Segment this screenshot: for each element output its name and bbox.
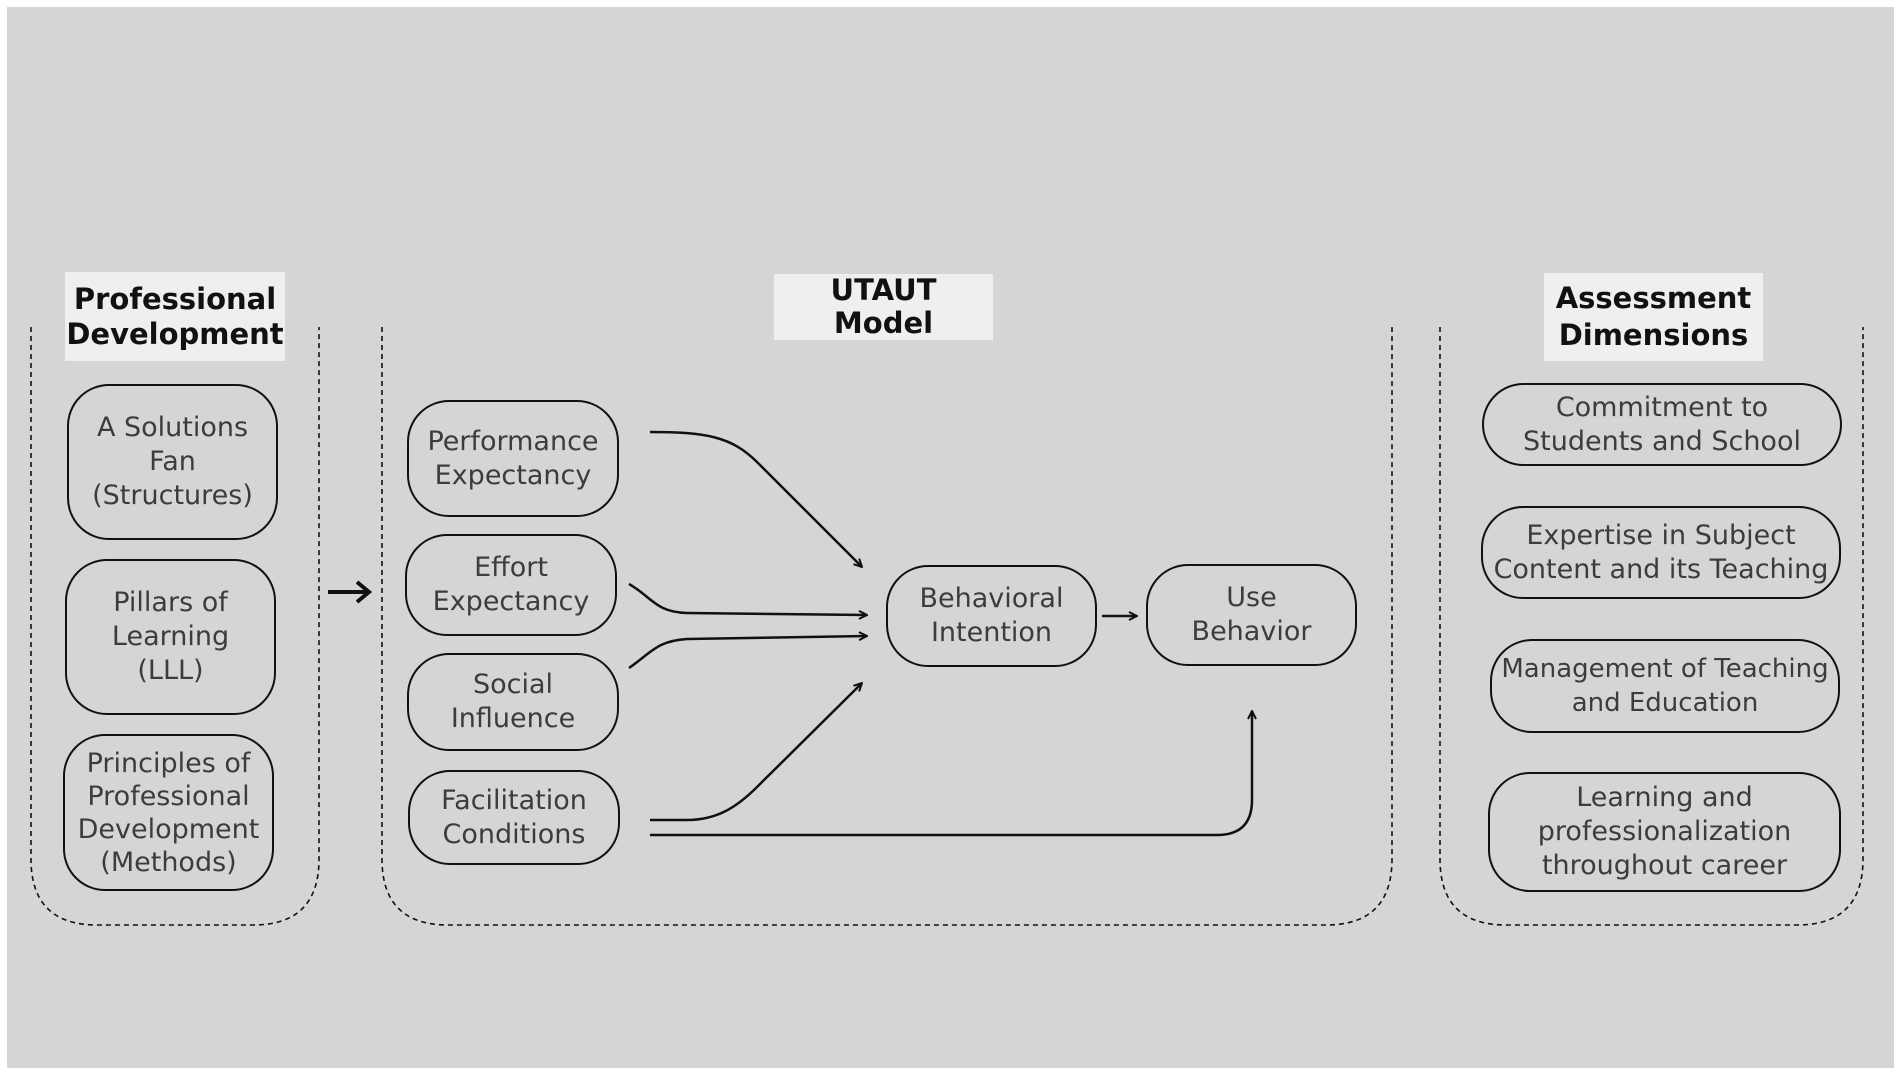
utaut-effort-expectancy: Effort Expectancy (405, 534, 617, 636)
assessment-4-line-2: professionalization (1537, 816, 1792, 847)
intention-line-2: Intention (930, 617, 1053, 648)
assessment-commitment: Commitment to Students and School (1482, 383, 1842, 466)
pd-item-principles: Principles of Professional Development (… (63, 734, 274, 891)
pd-item-2-line-2: Learning (111, 621, 230, 652)
pd-item-1-line-3: (Structures) (92, 480, 253, 511)
professional-development-title: Professional Development (65, 272, 285, 361)
arrow-social-to-intention (628, 636, 867, 670)
pd-item-solutions-fan: A Solutions Fan (Structures) (67, 384, 278, 540)
intention-line-1: Behavioral (919, 583, 1064, 614)
behavior-line-1: Use (1226, 582, 1277, 613)
assessment-container (1439, 327, 1864, 926)
arrow-performance-to-intention (649, 430, 862, 567)
assessment-learning: Learning and professionalization through… (1488, 772, 1841, 892)
utaut-use-behavior: Use Behavior (1146, 564, 1357, 666)
utaut-title-line-1: UTAUT (830, 273, 937, 307)
pd-item-2-line-1: Pillars of (113, 587, 228, 618)
behavior-line-2: Behavior (1191, 616, 1312, 647)
assessment-title: Assessment Dimensions (1544, 273, 1763, 361)
utaut-container (381, 327, 1393, 926)
arrow-facilitation-to-intention (650, 683, 862, 822)
professional-development-container (30, 327, 320, 926)
utaut-title-line-2: Model (833, 306, 934, 340)
pd-item-3-line-1: Principles of (86, 747, 251, 779)
diagram-connectors (30, 327, 1864, 926)
performance-line-1: Performance (427, 425, 599, 457)
assessment-3-line-1: Management of Teaching (1501, 654, 1829, 684)
pd-item-3-line-3: Development (77, 813, 260, 845)
assessment-3-line-2: and Education (1571, 688, 1759, 718)
diagram-canvas: Professional Development UTAUT Model Ass… (7, 7, 1894, 1068)
utaut-behavioral-intention: Behavioral Intention (886, 565, 1097, 667)
utaut-performance-expectancy: Performance Expectancy (407, 400, 619, 517)
pd-item-2-line-3: (LLL) (137, 655, 204, 686)
assessment-4-line-3: throughout career (1541, 850, 1788, 881)
assessment-1-line-2: Students and School (1523, 425, 1801, 457)
pd-item-1-line-2: Fan (149, 446, 196, 477)
effort-line-2: Expectancy (432, 586, 590, 617)
professional-development-title-line-1: Professional (73, 281, 277, 316)
assessment-title-line-2: Dimensions (1558, 318, 1749, 352)
assessment-4-line-1: Learning and (1576, 782, 1753, 813)
section-arrow-pd-to-utaut (328, 580, 373, 604)
professional-development-title-line-2: Development (66, 316, 284, 351)
social-line-1: Social (472, 669, 554, 700)
assessment-2-line-2: Content and its Teaching (1493, 553, 1829, 585)
assessment-title-line-1: Assessment (1555, 281, 1752, 315)
pd-item-3-line-2: Professional (87, 780, 250, 812)
assessment-management: Management of Teaching and Education (1490, 639, 1840, 733)
utaut-facilitation-conditions: Facilitation Conditions (408, 770, 620, 865)
pd-item-1-line-1: A Solutions (96, 412, 249, 443)
arrow-facilitation-to-behavior (650, 711, 1252, 837)
performance-line-2: Expectancy (434, 459, 592, 491)
effort-line-1: Effort (474, 552, 548, 583)
assessment-expertise: Expertise in Subject Content and its Tea… (1481, 506, 1841, 599)
facilitation-line-1: Facilitation (441, 784, 587, 816)
assessment-1-line-1: Commitment to (1555, 391, 1769, 423)
assessment-2-line-1: Expertise in Subject (1526, 519, 1796, 551)
arrow-effort-to-intention (628, 582, 867, 615)
pd-item-3-line-4: (Methods) (100, 846, 237, 878)
pd-item-pillars-of-learning: Pillars of Learning (LLL) (65, 559, 276, 715)
utaut-title: UTAUT Model (774, 274, 993, 340)
social-line-2: Influence (450, 703, 576, 734)
utaut-social-influence: Social Influence (407, 653, 619, 751)
facilitation-line-2: Conditions (442, 818, 586, 850)
